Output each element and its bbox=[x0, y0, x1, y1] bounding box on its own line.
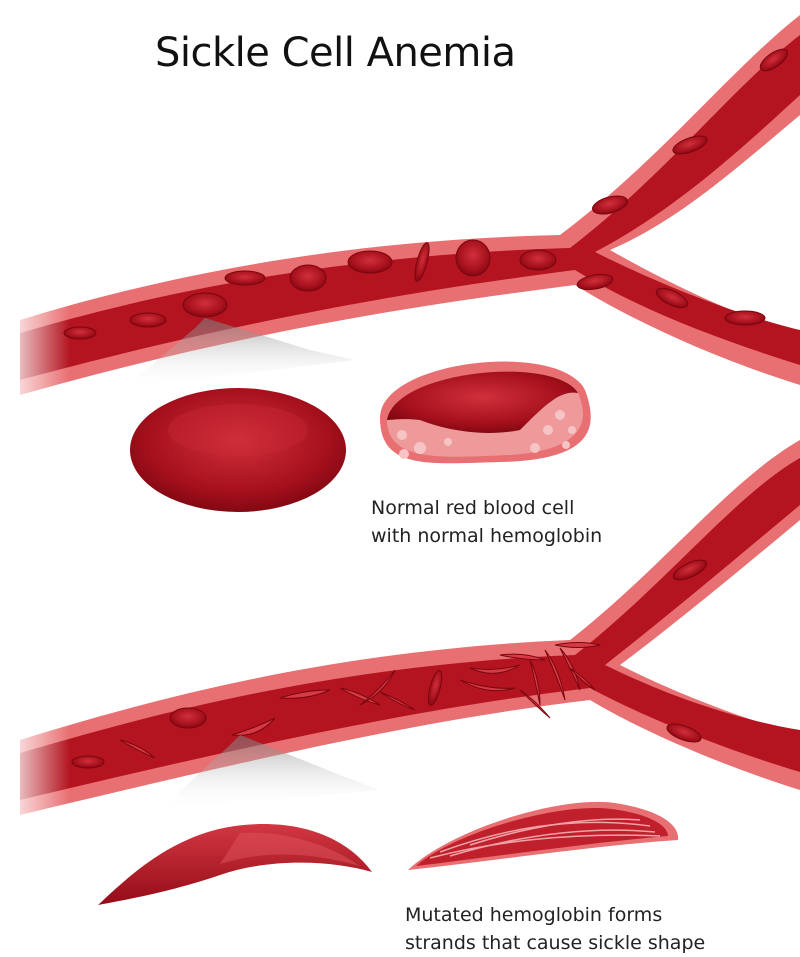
sickle-cell bbox=[499, 653, 546, 661]
rbc bbox=[655, 287, 689, 309]
rbc bbox=[759, 48, 789, 72]
sickle-red-blood-cell bbox=[98, 824, 372, 905]
normal-cell-caption: Normal red blood cell with normal hemogl… bbox=[371, 494, 602, 550]
lower-vessel-lumen bbox=[20, 458, 800, 800]
rbc bbox=[666, 723, 702, 743]
rbc bbox=[129, 312, 167, 328]
sickle-cell bbox=[379, 691, 416, 711]
sickle-cell bbox=[554, 642, 601, 648]
sickle-cell bbox=[339, 687, 381, 706]
sickle-cell bbox=[359, 669, 396, 706]
lower-vessel-sickle-cells bbox=[119, 642, 601, 759]
upper-vessel-cells bbox=[63, 48, 789, 340]
rbc bbox=[63, 326, 97, 340]
normal-cell-cross-section bbox=[380, 361, 591, 464]
upper-zoom-beam bbox=[125, 318, 355, 388]
sickle-cell-cross-section bbox=[408, 801, 679, 870]
hemoglobin-dots bbox=[397, 410, 576, 459]
rbc bbox=[724, 310, 766, 326]
sickle-cell-caption: Mutated hemoglobin forms strands that ca… bbox=[405, 901, 705, 957]
rbc bbox=[169, 707, 207, 729]
normal-caption-line-2: with normal hemoglobin bbox=[371, 525, 603, 547]
rbc bbox=[347, 250, 393, 274]
rbc bbox=[289, 264, 327, 292]
normal-red-blood-cell bbox=[130, 388, 346, 512]
sickle-cell bbox=[559, 647, 581, 691]
page-title: Sickle Cell Anemia bbox=[155, 30, 516, 76]
sickle-cell bbox=[231, 717, 276, 736]
sickle-cell bbox=[544, 649, 566, 701]
rbc bbox=[672, 559, 708, 581]
sickle-cell bbox=[459, 679, 516, 692]
sickle-caption-line-2: strands that cause sickle shape bbox=[405, 932, 706, 954]
lower-zoom-beam bbox=[160, 735, 380, 810]
rbc bbox=[576, 273, 614, 291]
lower-vessel bbox=[0, 440, 800, 830]
sickle-cell bbox=[279, 689, 331, 699]
sickle-cell bbox=[569, 667, 596, 691]
rbc bbox=[414, 242, 430, 282]
normal-caption-line-1: Normal red blood cell bbox=[371, 497, 575, 519]
upper-vessel bbox=[0, 15, 800, 410]
rbc bbox=[224, 270, 266, 286]
rbc bbox=[71, 755, 105, 769]
sickle-cell bbox=[469, 664, 521, 674]
rbc bbox=[455, 239, 491, 277]
sickle-cell bbox=[529, 659, 541, 706]
lower-vessel-cells bbox=[71, 559, 708, 769]
rbc bbox=[182, 292, 228, 318]
sickle-cell bbox=[519, 689, 551, 719]
sickle-caption-line-1: Mutated hemoglobin forms bbox=[405, 904, 663, 926]
upper-vessel-lumen bbox=[20, 35, 800, 380]
rbc bbox=[427, 670, 443, 706]
sickle-cell bbox=[119, 739, 156, 759]
rbc bbox=[591, 195, 629, 215]
rbc bbox=[519, 249, 557, 271]
rbc bbox=[672, 135, 708, 155]
hemoglobin-strands bbox=[429, 818, 661, 859]
